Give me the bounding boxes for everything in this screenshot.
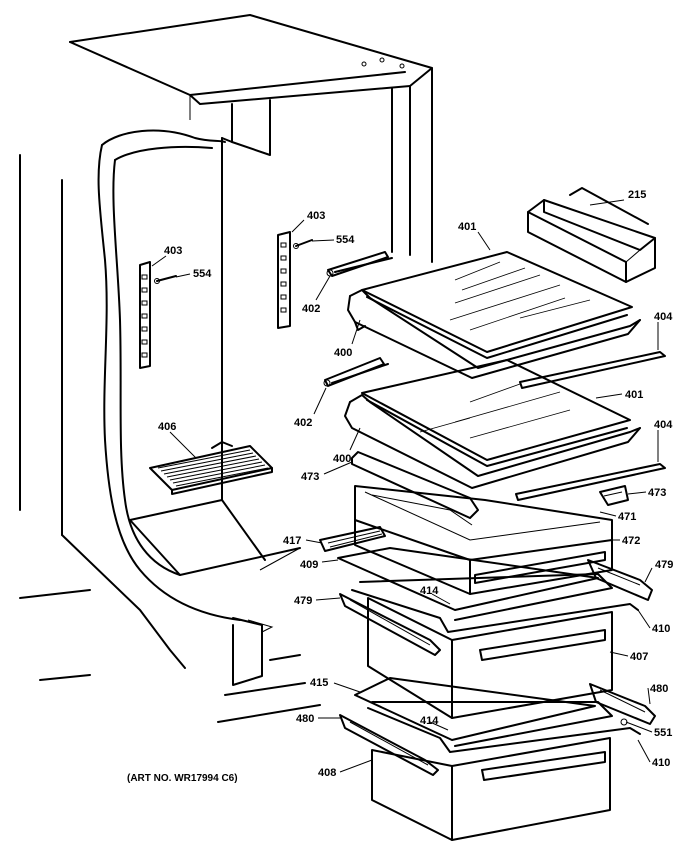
callout-401-middle: 401 [625,389,643,401]
callout-415: 415 [310,677,328,689]
callout-402-middle: 402 [294,417,312,429]
callout-404-top: 404 [654,311,673,323]
callout-554-right: 554 [336,234,355,246]
callout-404-middle: 404 [654,419,673,431]
callout-410-lower: 410 [652,757,670,769]
callout-551: 551 [654,727,672,739]
callout-406: 406 [158,421,176,433]
callout-473-right: 473 [648,487,666,499]
callout-472: 472 [622,535,640,547]
door-bin [527,187,656,283]
callout-407: 407 [630,651,648,663]
glass-shelf-middle [323,357,666,501]
crisper-drawer-lower [339,677,656,841]
callout-402-top: 402 [302,303,320,315]
callout-409: 409 [300,559,318,571]
crisper-cover [351,451,629,519]
callout-480-left: 480 [296,713,314,725]
callout-403-left: 403 [164,245,182,257]
callout-410-upper: 410 [652,623,670,635]
callout-471: 471 [618,511,636,523]
callout-414-lower: 414 [420,715,439,727]
vent-grille [149,441,273,495]
callout-400-middle: 400 [333,453,351,465]
callout-403-right: 403 [307,210,325,222]
crisper-drawer-upper [337,547,639,719]
callout-408: 408 [318,767,336,779]
callout-215: 215 [628,189,646,201]
shelf-ladder-left [139,261,177,369]
callout-473-left: 473 [301,471,319,483]
glass-shelf-top [361,251,633,359]
callout-414-upper: 414 [420,585,439,597]
callout-400-top: 400 [334,347,352,359]
callout-554-left: 554 [193,268,212,280]
deli-drawer [319,485,653,601]
leader-lines [151,199,659,773]
callout-479-right: 479 [655,559,673,571]
shelf-frame-top [326,251,666,389]
refrigerator-cabinet [19,14,433,723]
callout-480-right: 480 [650,683,668,695]
art-number: (ART NO. WR17994 C6) [127,773,238,784]
shelf-ladder-right [277,231,313,329]
callout-401-top: 401 [458,221,476,233]
callout-417: 417 [283,535,301,547]
callout-479-left: 479 [294,595,312,607]
callout-labels: 215 401 403 554 403 554 402 404 400 401 … [127,189,673,784]
